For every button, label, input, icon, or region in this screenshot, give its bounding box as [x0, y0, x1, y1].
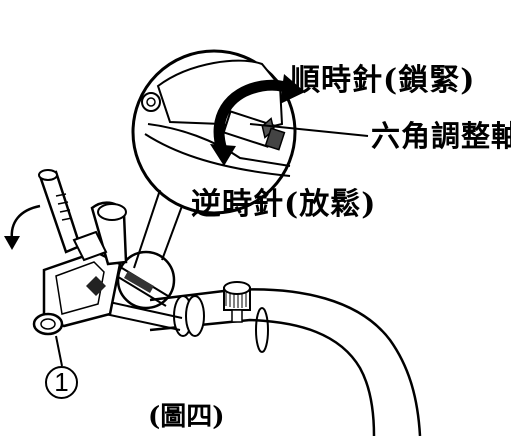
handle-bracket [32, 250, 122, 367]
rotate-arrow-head [4, 236, 20, 250]
callout-number: 1 [45, 366, 78, 399]
curved-tube [149, 281, 422, 436]
figure-caption: (圖四) [148, 402, 225, 432]
magnifier-leader-1 [133, 189, 161, 269]
hex-leader-line [249, 123, 369, 137]
rotate-arrow-icon [10, 204, 41, 241]
counterclockwise-loosen-label: 逆時針(放鬆) [191, 187, 377, 222]
hex-shaft-label: 六角調整軸 [371, 119, 511, 153]
adjuster-mechanism [95, 261, 183, 331]
clockwise-tighten-label: 順時針(鎖緊) [290, 63, 476, 98]
counterclockwise-arrow-icon [210, 144, 236, 166]
magnifier-leader-2 [161, 205, 183, 261]
clockwise-arrow-head [280, 74, 305, 104]
grip-handle [38, 169, 128, 266]
